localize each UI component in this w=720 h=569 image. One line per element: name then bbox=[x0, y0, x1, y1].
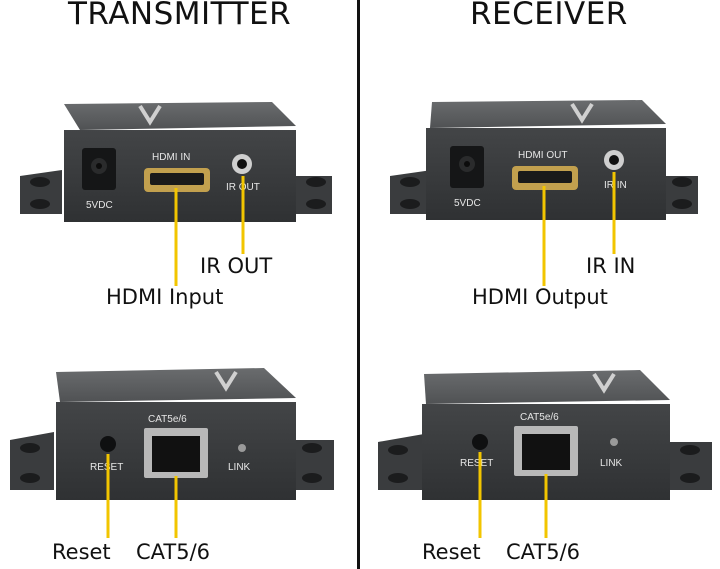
callout-tx-ir-out: IR OUT bbox=[200, 254, 273, 278]
cat-port-label: CAT5e/6 bbox=[520, 412, 559, 423]
leader-lines bbox=[106, 172, 616, 538]
receiver-heading: RECEIVER bbox=[470, 0, 628, 32]
link-label: LINK bbox=[600, 458, 623, 469]
callout-rx-hdmi-output: HDMI Output bbox=[472, 285, 608, 309]
transmitter-heading: TRANSMITTER bbox=[68, 0, 292, 32]
reset-label: RESET bbox=[460, 458, 493, 469]
center-divider bbox=[357, 0, 360, 569]
mounting-flange-right bbox=[668, 442, 712, 490]
hdmi-port-label: HDMI OUT bbox=[518, 150, 567, 161]
unit-top-surface bbox=[430, 100, 666, 128]
hdmi-port-label: HDMI IN bbox=[152, 152, 190, 163]
reset-button bbox=[100, 436, 116, 452]
link-led bbox=[610, 438, 618, 446]
callout-tx-reset: Reset bbox=[52, 540, 111, 564]
callout-tx-hdmi-input: HDMI Input bbox=[106, 285, 224, 309]
link-led bbox=[238, 444, 246, 452]
link-label: LINK bbox=[228, 462, 251, 473]
unit-top-surface bbox=[424, 370, 670, 404]
callout-rx-cat: CAT5/6 bbox=[506, 540, 581, 564]
callout-rx-reset: Reset bbox=[422, 540, 481, 564]
transmitter-top-unit: 5VDC HDMI IN IR OUT bbox=[20, 102, 332, 222]
unit-top-surface bbox=[56, 368, 296, 402]
callout-rx-ir-in: IR IN bbox=[586, 254, 636, 278]
transmitter-bottom-unit: RESET CAT5e/6 LINK bbox=[10, 368, 334, 500]
unit-top-surface bbox=[64, 102, 296, 130]
cat-port-label: CAT5e/6 bbox=[148, 414, 187, 425]
callout-tx-cat: CAT5/6 bbox=[136, 540, 211, 564]
reset-button bbox=[472, 434, 488, 450]
receiver-top-unit: 5VDC HDMI OUT IR IN bbox=[390, 100, 698, 220]
power-label: 5VDC bbox=[454, 198, 481, 209]
power-label: 5VDC bbox=[86, 200, 113, 211]
